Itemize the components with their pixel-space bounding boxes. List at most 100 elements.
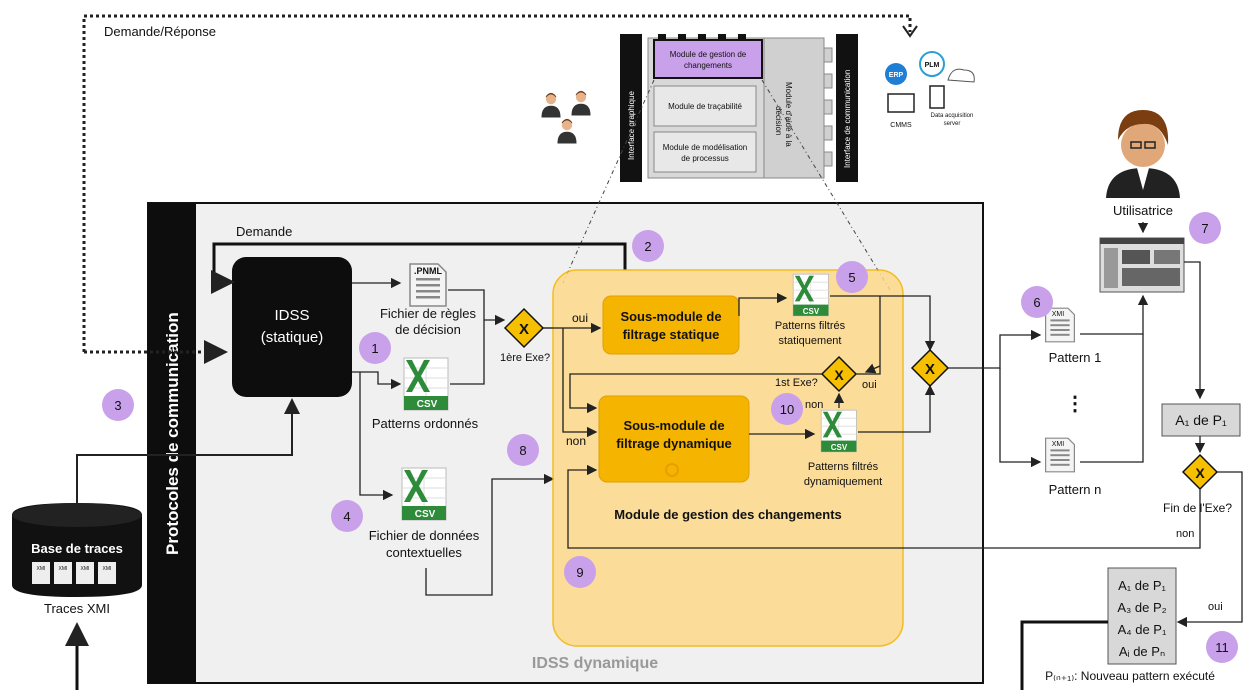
ui-screenshot-thumbnail: [1099, 237, 1185, 293]
modelisation-line1: Module de modélisation: [663, 143, 748, 152]
idss-dynamic-label: IDSS dynamique: [532, 655, 658, 672]
step-10-label: 10: [780, 402, 794, 417]
filtrage-dynamique-line2: filtrage dynamique: [616, 436, 732, 451]
step-11-label: 11: [1215, 640, 1229, 655]
graphic-interface-label: Interface graphique: [627, 91, 636, 160]
static-filter-submodule: [602, 295, 740, 355]
step-5: [836, 261, 868, 293]
data-acq-line2: server: [944, 121, 961, 127]
gateway-fin-exe: X: [1181, 453, 1219, 491]
base-traces-label: Base de traces: [31, 541, 123, 556]
pnml-label: .PNML: [414, 266, 443, 276]
filtrage-statique-line2: filtrage statique: [623, 327, 720, 342]
protocols-bar: [148, 203, 196, 683]
a1p1-label: A₁ de P₁: [1175, 412, 1227, 428]
premiere-exe-label: 1ère Exe?: [500, 352, 550, 364]
communication-interface-bar: [836, 34, 858, 182]
xmi-small-2: XMI: [59, 566, 68, 572]
step-6-label: 6: [1033, 295, 1040, 310]
csv-label-4: CSV: [831, 443, 848, 452]
step-11: [1206, 631, 1238, 663]
idss-static-line2: (statique): [261, 329, 324, 346]
architecture-thumbnail: Interface graphique Module de gestion de…: [541, 34, 975, 182]
step-9: [564, 556, 596, 588]
gateway-first-exe: X: [503, 307, 545, 349]
gateway-1st-exe: X: [820, 355, 858, 393]
module-gestion-label: Module de gestion des changements: [614, 507, 842, 522]
ellipsis-label: ⋮: [1065, 393, 1085, 415]
users-group: [541, 90, 591, 144]
protocols-label: Protocoles de communication: [163, 312, 182, 555]
data-acq-line1: Data acquisition: [931, 113, 974, 119]
filtres-statiquement-line2: statiquement: [779, 335, 842, 347]
plm-label: PLM: [925, 62, 940, 69]
erp-label: ERP: [889, 72, 904, 79]
xmi-small-4: XMI: [103, 566, 112, 572]
filtrage-statique-line1: Sous-module de: [620, 309, 721, 324]
regles-line1: Fichier de règles: [380, 306, 477, 321]
aide-decision-line2: décision: [774, 106, 783, 135]
aide-decision-box: [763, 37, 825, 179]
filtres-dynamiquement-line2: dynamiquement: [804, 476, 882, 488]
aide-decision-line1: Module d'aide à la: [784, 82, 793, 147]
cmms-label: CMMS: [890, 122, 912, 129]
step-3: [102, 389, 134, 421]
donnees-line1: Fichier de données: [369, 528, 480, 543]
patterns-ordonnes-label: Patterns ordonnés: [372, 416, 479, 431]
erp-icon: [885, 63, 907, 85]
dynamic-filter-submodule: [598, 395, 750, 483]
step-2-label: 2: [644, 239, 651, 254]
donnees-line2: contextuelles: [386, 545, 462, 560]
step-7-label: 7: [1201, 221, 1208, 236]
gateway-x-2: X: [834, 367, 844, 383]
oui-label-3: oui: [1208, 601, 1223, 613]
traces-xmi-label: Traces XMI: [44, 601, 110, 616]
filtrage-dynamique-line1: Sous-module de: [623, 418, 724, 433]
filtres-dynamiquement-line1: Patterns filtrés: [808, 461, 879, 473]
nouveau-pattern-label: P₍ₙ₊₁₎: Nouveau pattern exécuté: [1045, 669, 1215, 683]
step-10: [771, 393, 803, 425]
step-1-label: 1: [371, 341, 378, 356]
step-8: [507, 434, 539, 466]
list-item-1: A₁ de P₁: [1118, 578, 1166, 593]
list-item-4: Aᵢ de Pₙ: [1119, 644, 1165, 659]
gateway-x-1: X: [519, 321, 529, 338]
csv-label-1: CSV: [417, 399, 438, 410]
non-label-2: non: [805, 399, 823, 411]
non-label-3: non: [1176, 528, 1194, 540]
idss-static-box: [232, 257, 352, 397]
oui-label-2: oui: [862, 379, 877, 391]
step-1: [359, 332, 391, 364]
csv-label-3: CSV: [803, 307, 820, 316]
xmi-label-1: XMI: [1052, 311, 1065, 318]
regles-line2: de décision: [395, 322, 461, 337]
server-icon: [929, 85, 945, 109]
tracabilite-label: Module de traçabilité: [668, 102, 742, 111]
xmi-small-1: XMI: [37, 566, 46, 572]
modelisation-box: [653, 131, 757, 173]
demande-label: Demande: [236, 224, 292, 239]
fin-exe-label: Fin de l'Exe?: [1163, 501, 1232, 515]
xmi-label-n: XMI: [1052, 441, 1065, 448]
non-label-1b: non: [566, 434, 586, 448]
step-7: [1189, 212, 1221, 244]
communication-interface-label: Interface de communication: [843, 70, 852, 168]
step-9-label: 9: [576, 565, 583, 580]
xmi-small-3: XMI: [81, 566, 90, 572]
step-2: [632, 230, 664, 262]
step-5-label: 5: [848, 270, 855, 285]
step-6: [1021, 286, 1053, 318]
module-gestion-line2: changements: [684, 61, 732, 70]
graphic-interface-bar: [620, 34, 642, 182]
step-4-label: 4: [343, 509, 350, 524]
modelisation-line2: de processus: [681, 154, 729, 163]
gateway-merge: X: [910, 348, 950, 388]
module-gestion-line1: Module de gestion de: [670, 50, 747, 59]
filtres-statiquement-line1: Patterns filtrés: [775, 320, 846, 332]
tracabilite-box: [653, 85, 757, 127]
gateway-x-4: X: [1195, 465, 1205, 481]
utilisatrice-label: Utilisatrice: [1113, 203, 1173, 218]
first-exe-label: 1st Exe?: [775, 377, 818, 389]
executed-activities-box: [1107, 567, 1177, 665]
